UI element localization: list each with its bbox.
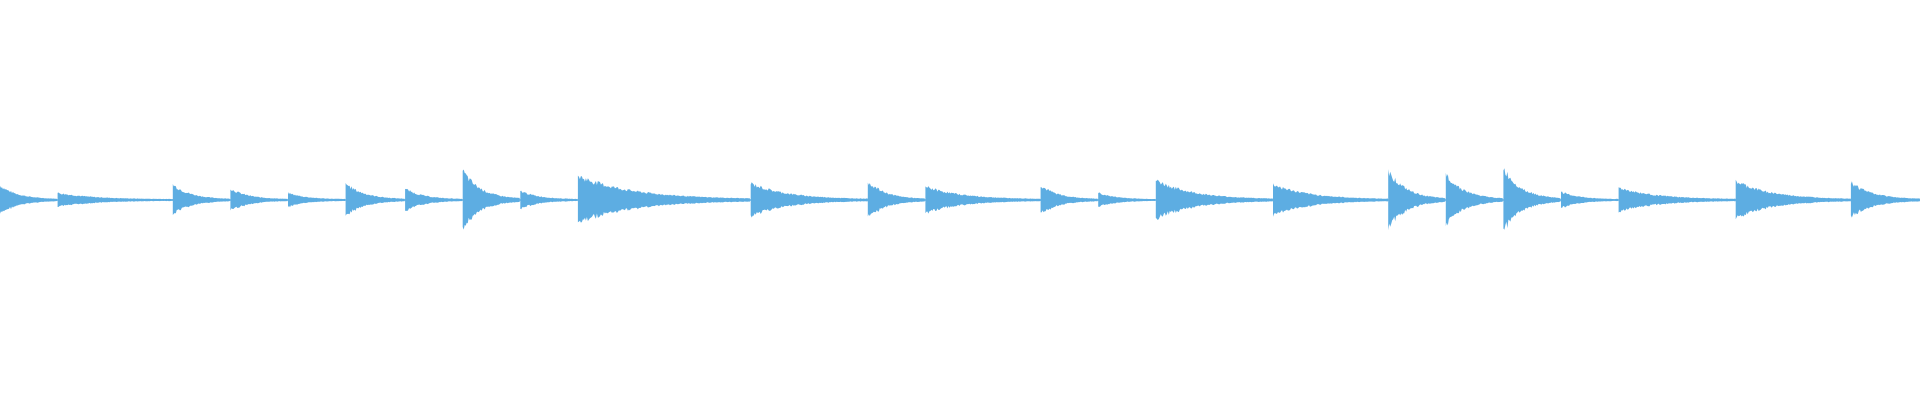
waveform-segment bbox=[57, 192, 173, 207]
waveform-segment bbox=[1445, 173, 1503, 226]
waveform-segment bbox=[1735, 179, 1851, 220]
waveform-segment bbox=[288, 192, 345, 208]
waveform-segment bbox=[1503, 168, 1561, 230]
waveform-segment bbox=[1098, 192, 1156, 207]
waveform-segment bbox=[462, 169, 520, 230]
waveform-segment bbox=[1155, 179, 1273, 220]
waveform-segment bbox=[230, 189, 288, 211]
waveform-segment bbox=[577, 175, 750, 223]
waveform-segment bbox=[1040, 187, 1098, 213]
waveform-segment bbox=[1561, 191, 1618, 208]
waveform-segment bbox=[867, 182, 925, 217]
waveform-envelope bbox=[0, 168, 1920, 231]
waveform-segment bbox=[172, 184, 230, 215]
waveform-segment bbox=[1850, 181, 1920, 218]
waveform-segment bbox=[1618, 187, 1736, 213]
waveform-segment bbox=[0, 185, 57, 214]
waveform-segment bbox=[925, 186, 1041, 214]
waveform-segment bbox=[345, 183, 405, 216]
waveform-segment bbox=[1388, 169, 1446, 231]
waveform-segment bbox=[405, 188, 463, 211]
waveform-segment bbox=[520, 190, 578, 210]
waveform-segment bbox=[750, 182, 868, 218]
waveform-segment bbox=[1273, 183, 1388, 217]
